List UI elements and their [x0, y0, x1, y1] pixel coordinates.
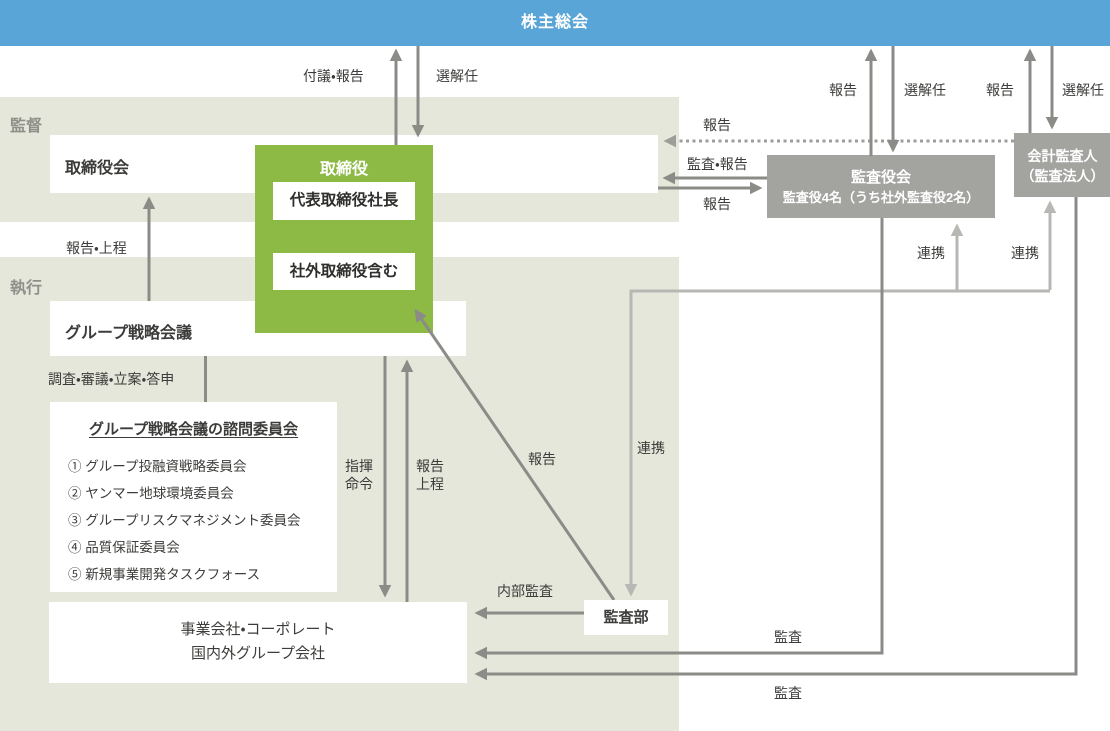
president-box: 代表取締役社長 [273, 182, 415, 220]
audit-department-title: 監査部 [603, 609, 649, 626]
label-internal-audit: 内部監査 [497, 583, 553, 599]
label-report2: 報告 [416, 458, 444, 474]
advisory-committees-title: グループ戦略会議の諮問委員会 [88, 421, 299, 438]
label-investigate-deliberate: 調査・審議・立案・答申 [48, 371, 175, 387]
audit-board-box: 監査役会 監査役4名（うち社外監査役2名） [767, 155, 995, 218]
shareholders-meeting-bar: 株主総会 [0, 0, 1110, 46]
directors-box: 取締役 代表取締役社長 社外取締役含む [255, 145, 433, 333]
advisory-item-1: ① グループ投融資戦略委員会 [68, 459, 247, 474]
label-appoint-dismiss-3: 選解任 [1062, 82, 1104, 98]
operating-companies-line1: 事業会社・コーポレート [180, 621, 336, 638]
label-command-line2: 命令 [345, 476, 373, 492]
operating-companies-box: 事業会社・コーポレート 国内外グループ会社 [49, 602, 467, 683]
label-submit2: 上程 [416, 476, 444, 492]
label-command-line1: 指揮 [345, 458, 373, 474]
label-report-audit-board: 報告 [829, 82, 857, 98]
outside-directors-box: 社外取締役含む [273, 253, 415, 290]
label-report-to-audit-board: 報告 [703, 196, 731, 212]
label-report-diagonal: 報告 [528, 451, 556, 467]
operating-companies-line2: 国内外グループ会社 [190, 645, 326, 662]
label-audit-report: 監査・報告 [687, 156, 748, 172]
accounting-auditor-line2: （監査法人） [1020, 168, 1105, 184]
section-label-execution: 執行 [10, 280, 43, 297]
board-of-directors-title: 取締役会 [65, 160, 130, 177]
cooperation-to-audit-dept [624, 289, 1050, 597]
audit-department-box: 監査部 [584, 600, 668, 635]
label-cooperation-2: 連携 [1011, 245, 1039, 261]
label-cooperation-1: 連携 [917, 245, 945, 261]
label-audit-2: 監査 [774, 685, 802, 701]
advisory-item-4: ④ 品質保証委員会 [68, 540, 180, 555]
advisory-item-5: ⑤ 新規事業開発タスクフォース [68, 567, 261, 582]
audit-board-line1: 監査役会 [850, 169, 911, 186]
label-cooperation-3: 連携 [637, 440, 665, 456]
advisory-committees-box: グループ戦略会議の諮問委員会 ① グループ投融資戦略委員会 ② ヤンマー地球環境… [50, 402, 337, 592]
directors-title: 取締役 [319, 161, 368, 178]
label-audit-1: 監査 [774, 629, 802, 645]
group-strategy-title: グループ戦略会議 [65, 325, 193, 342]
accounting-auditor-box: 会計監査人 （監査法人） [1014, 133, 1110, 197]
label-appoint-dismiss-1: 選解任 [436, 68, 478, 84]
audit-board-line2: 監査役4名（うち社外監査役2名） [782, 190, 980, 205]
section-label-supervision: 監督 [10, 118, 43, 135]
label-report-submit: 報告・上程 [66, 240, 127, 256]
label-appoint-dismiss-2: 選解任 [904, 82, 946, 98]
label-report-dotted: 報告 [703, 117, 731, 133]
label-submit-report: 付議・報告 [303, 68, 364, 84]
accounting-auditor-line1: 会計監査人 [1027, 148, 1098, 164]
advisory-item-2: ② ヤンマー地球環境委員会 [68, 486, 234, 501]
label-report-auditor: 報告 [986, 82, 1014, 98]
advisory-item-3: ③ グループリスクマネジメント委員会 [68, 513, 301, 528]
